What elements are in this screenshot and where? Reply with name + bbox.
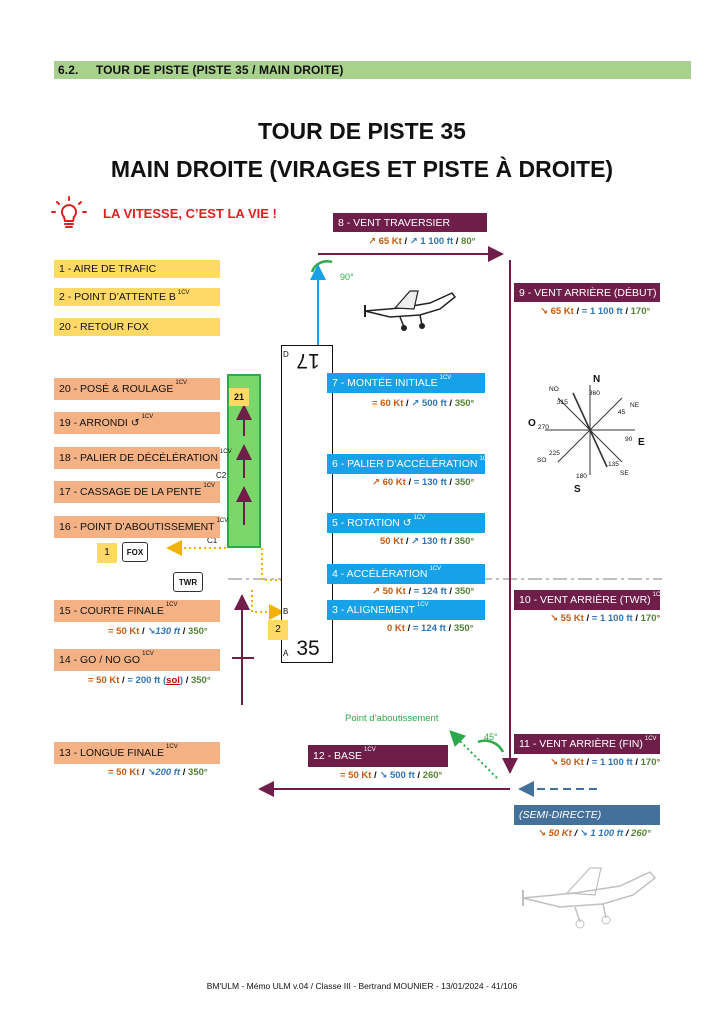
page-title-line2: MAIN DROITE (VIRAGES ET PISTE À DROITE) [110, 156, 614, 182]
runway [281, 345, 333, 663]
marker-21: 21 [229, 388, 249, 406]
airplane-watermark-icon [522, 867, 657, 929]
compass-180: 180 [576, 473, 587, 480]
section-header: 6.2. TOUR DE PISTE (PISTE 35 / MAIN DROI… [54, 61, 691, 79]
angle-45-arc [477, 739, 505, 753]
compass-o: O [528, 418, 536, 429]
leg14-values: = 50 Kt / = 200 ft (sol) / 350° [88, 675, 211, 686]
leg8-values: ↗ 65 Kt / ↗ 1 100 ft / 80° [368, 236, 476, 247]
compass-45: 45 [618, 409, 626, 416]
compass-360: 360 [589, 390, 600, 397]
compass-270: 270 [538, 424, 549, 431]
tag-retour-fox: 20 - RETOUR FOX [54, 318, 220, 336]
taxi-path-b [261, 548, 281, 581]
leg9-values: ↘ 65 Kt / = 1 100 ft / 170° [540, 306, 651, 317]
aboutissement-label: Point d’aboutissement [345, 713, 439, 724]
tag-semi-directe: (SEMI-DIRECTE) [514, 805, 660, 825]
twr-box: TWR [173, 572, 203, 592]
threshold-a-label: A [283, 649, 289, 658]
tag-vent-arriere-fin: 11 - VENT ARRIÈRE (FIN)1CV [514, 734, 660, 754]
leg10-values: ↘ 55 Kt / = 1 100 ft / 170° [550, 613, 661, 624]
tag-rotation: 5 - ROTATION ↺1CV [327, 513, 485, 533]
section-number: 6.2. [58, 63, 79, 77]
leg11-values: ↘ 50 Kt / = 1 100 ft / 170° [550, 757, 661, 768]
marker-2: 2 [268, 620, 288, 640]
holding-b-label: B [283, 607, 289, 616]
angle-45-label: 45° [484, 732, 498, 742]
compass-225: 225 [549, 450, 560, 457]
leg4-values: ↗ 50 Kt / = 124 ft / 350° [372, 586, 475, 597]
c1-label: C1 [207, 536, 218, 545]
compass-s: S [574, 484, 581, 495]
compass-90: 90 [625, 436, 633, 443]
compass-ne: NE [630, 402, 640, 409]
compass-so: SO [537, 457, 547, 464]
c2-label: C2 [216, 471, 227, 480]
compass-135: 135 [608, 461, 619, 468]
compass-rose [545, 385, 635, 475]
leg12-values: = 50 Kt / ↘ 500 ft / 260° [340, 770, 443, 781]
leg3-values: 0 Kt / = 124 ft / 350° [387, 623, 474, 634]
tag-aire-de-trafic: 1 - AIRE DE TRAFIC [54, 260, 220, 278]
threshold-d-label: D [283, 350, 289, 359]
marker-1: 1 [97, 543, 117, 563]
leg6-values: ↗ 60 Kt / = 130 ft / 350° [372, 477, 475, 488]
compass-n: N [593, 374, 601, 385]
runway-number-17: 17 [296, 349, 320, 372]
leg5-values: 50 Kt / ↗ 130 ft / 350° [380, 536, 475, 547]
tag-arrondi: 19 - ARRONDI ↺1CV [54, 412, 220, 434]
tag-vent-arriere-debut: 9 - VENT ARRIÈRE (DÉBUT) [514, 283, 660, 302]
angle-90-arc [310, 260, 333, 273]
compass-no: NO [549, 386, 559, 393]
tag-vent-traversier: 8 - VENT TRAVERSIER [333, 213, 487, 232]
leg13-values: = 50 Kt / ↘200 ft / 350° [108, 767, 208, 778]
leg7-values: = 60 Kt / ↗ 500 ft / 350° [372, 398, 475, 409]
compass-e: E [638, 437, 645, 448]
section-title: TOUR DE PISTE (PISTE 35 / MAIN DROITE) [95, 63, 344, 77]
aboutissement-45-line [449, 730, 498, 779]
airplane-icon [364, 290, 457, 331]
leg15-values: = 50 Kt / ↘130 ft / 350° [108, 626, 208, 637]
runway-number-35: 35 [296, 637, 320, 660]
compass-se: SE [620, 470, 629, 477]
fox-box: FOX [122, 542, 148, 562]
lightbulb-icon [51, 196, 87, 228]
page-title-line1: TOUR DE PISTE 35 [258, 118, 466, 144]
alert-text: LA VITESSE, C’EST LA VIE ! [103, 206, 277, 221]
taxi-path-a [251, 590, 285, 620]
angle-90-label: 90° [340, 272, 354, 282]
compass-315: 315 [557, 399, 568, 406]
tag-vent-arriere-twr: 10 - VENT ARRIÈRE (TWR)1CV [514, 590, 664, 610]
semi-values: ↘ 50 Kt / ↘ 1 100 ft / 260° [538, 828, 651, 839]
page-footer: BM'ULM - Mémo ULM v.04 / Classe III - Be… [206, 981, 518, 991]
